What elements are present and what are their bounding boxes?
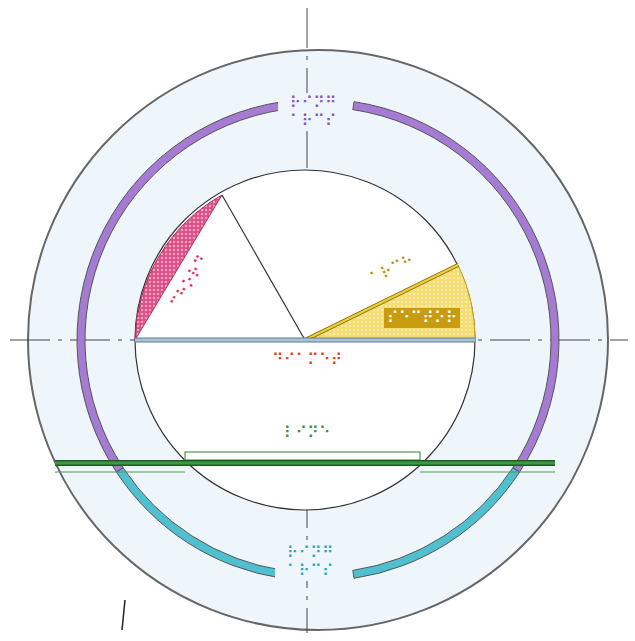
green-guide bbox=[55, 471, 185, 472]
pink-segment bbox=[135, 195, 222, 340]
green-guide bbox=[420, 471, 555, 472]
braille-label: ⠙⠊⠁⠍⠑⠞ bbox=[269, 350, 345, 370]
braille-label: ⠗⠊⠝⠛ ⠁⠗⠉⠎ bbox=[278, 93, 348, 132]
diameter-line-fill bbox=[135, 339, 475, 342]
inner-circle bbox=[135, 170, 475, 510]
braille-label: ⠎⠑⠉⠞⠕⠗ bbox=[384, 308, 460, 328]
braille-label: ⠇⠊⠝⠑ bbox=[281, 423, 334, 443]
green-bar-fill bbox=[55, 462, 555, 465]
radius-line bbox=[222, 195, 305, 340]
diameter-line bbox=[135, 338, 475, 343]
green-bar bbox=[55, 460, 555, 466]
pen-mark bbox=[122, 600, 125, 630]
green-slot bbox=[185, 452, 420, 460]
ring-arcs bbox=[77, 102, 559, 579]
braille-label: ⠗⠊⠝⠛ ⠁⠗⠉⠎ bbox=[275, 543, 345, 582]
horizontal-axis bbox=[10, 340, 628, 341]
